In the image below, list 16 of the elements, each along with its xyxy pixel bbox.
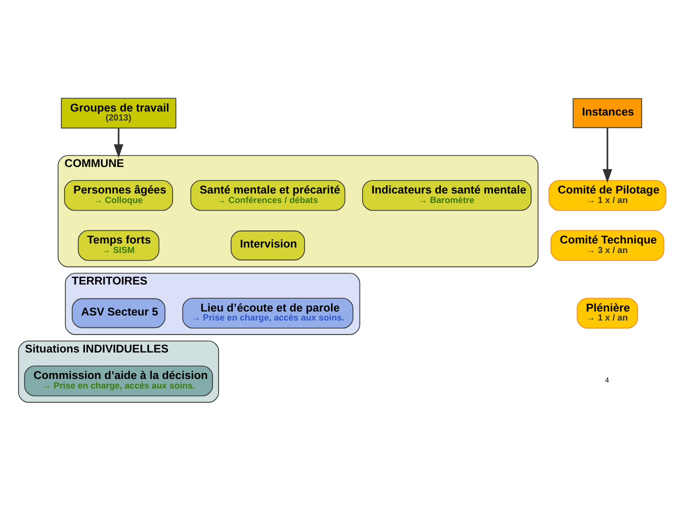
node-box: Intervision bbox=[230, 230, 305, 260]
node-box: Comité Technique → 3 x / an bbox=[550, 230, 664, 260]
node-box: Lieu d’écoute et de parole → Prise en charge, accès aux soins. bbox=[182, 297, 354, 328]
node-box: Personnes âgées → Colloque bbox=[64, 180, 174, 210]
arrow bbox=[602, 128, 612, 182]
node-box: ASV Secteur 5 bbox=[72, 298, 166, 328]
node-box: Comité de Pilotage → 1 x / an bbox=[548, 180, 666, 210]
node-box: Instances bbox=[572, 98, 642, 128]
label: 4 bbox=[604, 375, 610, 384]
node-box: Indicateurs de santé mentale → Baromètre bbox=[362, 180, 532, 210]
node-box: Commission d’aide à la décision → Prise en charge, accès aux soins. bbox=[24, 365, 213, 396]
node-box: Groupes de travail (2013) bbox=[60, 97, 176, 128]
node-box: Plénière → 1 x / an bbox=[576, 297, 638, 328]
node-box: Temps forts → SISM bbox=[78, 230, 160, 260]
arrow bbox=[114, 128, 124, 158]
node-box: Santé mentale et précarité → Conférences / débats bbox=[190, 180, 346, 210]
